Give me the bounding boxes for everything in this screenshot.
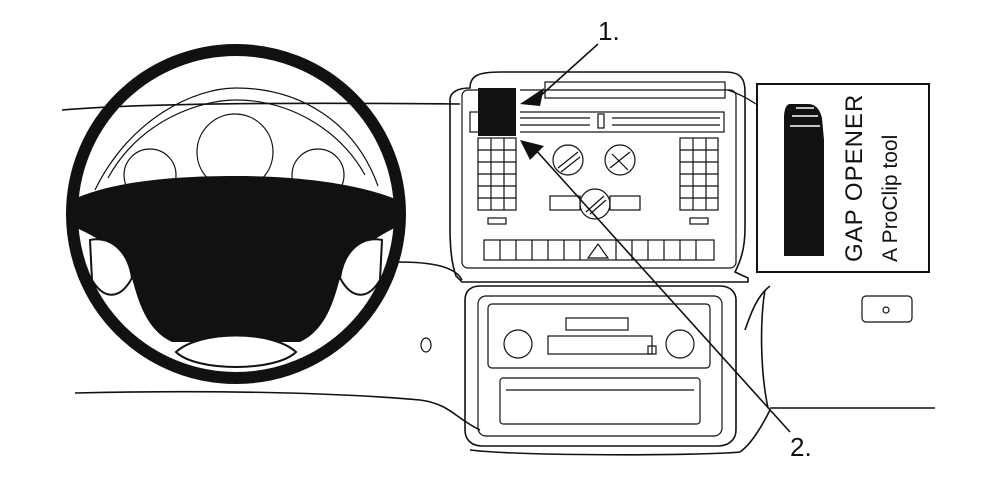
callout-1-label: 1. — [598, 16, 620, 46]
ignition-icon — [420, 337, 432, 353]
dashboard-outline — [61, 89, 935, 456]
callout-2-leader — [520, 140, 791, 433]
tool-title: GAP OPENER — [841, 94, 868, 262]
vent-left — [477, 137, 517, 225]
vent-icon — [549, 144, 641, 220]
tool-subtitle: A ProClip tool — [879, 135, 902, 262]
gap-opener-card: GAP OPENER A ProClip tool — [756, 83, 930, 273]
steering-wheel-icon — [66, 44, 406, 384]
callout-2-label: 2. — [790, 432, 812, 462]
mounting-point — [478, 88, 520, 136]
center-console — [449, 71, 749, 283]
hazard-icon — [586, 242, 610, 259]
callout-1-leader — [520, 43, 599, 106]
radio-unit — [464, 285, 737, 447]
button-strip — [483, 239, 715, 261]
gap-opener-tool-icon — [784, 104, 824, 256]
cassette-slot-icon — [499, 377, 701, 425]
vent-right — [679, 137, 719, 225]
switch-icon — [861, 295, 913, 323]
